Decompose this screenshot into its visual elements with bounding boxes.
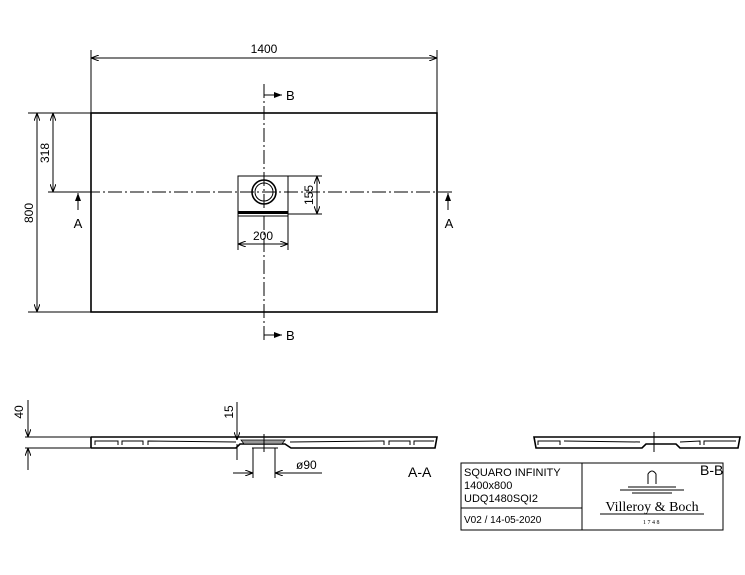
- section-a-left-label: A: [74, 216, 83, 231]
- product-name: SQUARO INFINITY: [464, 467, 561, 479]
- version-date: V02 / 14-05-2020: [464, 515, 542, 526]
- depth-15-dimension: 15: [222, 405, 236, 419]
- section-b-top-label: B: [286, 88, 295, 103]
- drain-icon: [251, 179, 277, 205]
- section-aa: 40 15 ø90 A-A: [12, 400, 438, 480]
- section-a-right-label: A: [445, 216, 454, 231]
- height-dimension: 800: [22, 203, 36, 223]
- brand-logo-icon: [620, 470, 684, 494]
- brand-year: 1748: [643, 520, 661, 526]
- product-code: UDQ1480SQI2: [464, 493, 538, 505]
- section-bb-label: B-B: [700, 462, 723, 478]
- plan-view: 1400 800 318 A A B B 155 200: [22, 42, 455, 343]
- diameter-90-dimension: ø90: [296, 458, 317, 472]
- drain-box-width-dimension: 200: [253, 229, 273, 243]
- width-dimension: 1400: [251, 42, 278, 56]
- height-40-dimension: 40: [12, 405, 26, 419]
- section-bb: B-B: [533, 432, 741, 478]
- title-block: SQUARO INFINITY 1400x800 UDQ1480SQI2 V02…: [460, 462, 724, 531]
- offset-dimension: 318: [38, 143, 52, 163]
- drain-box: [237, 175, 289, 217]
- section-b-bottom-label: B: [286, 328, 295, 343]
- drain-box-height-dimension: 155: [302, 185, 316, 205]
- product-size: 1400x800: [464, 480, 512, 492]
- brand-name: Villeroy & Boch: [605, 500, 698, 515]
- section-aa-label: A-A: [408, 464, 432, 480]
